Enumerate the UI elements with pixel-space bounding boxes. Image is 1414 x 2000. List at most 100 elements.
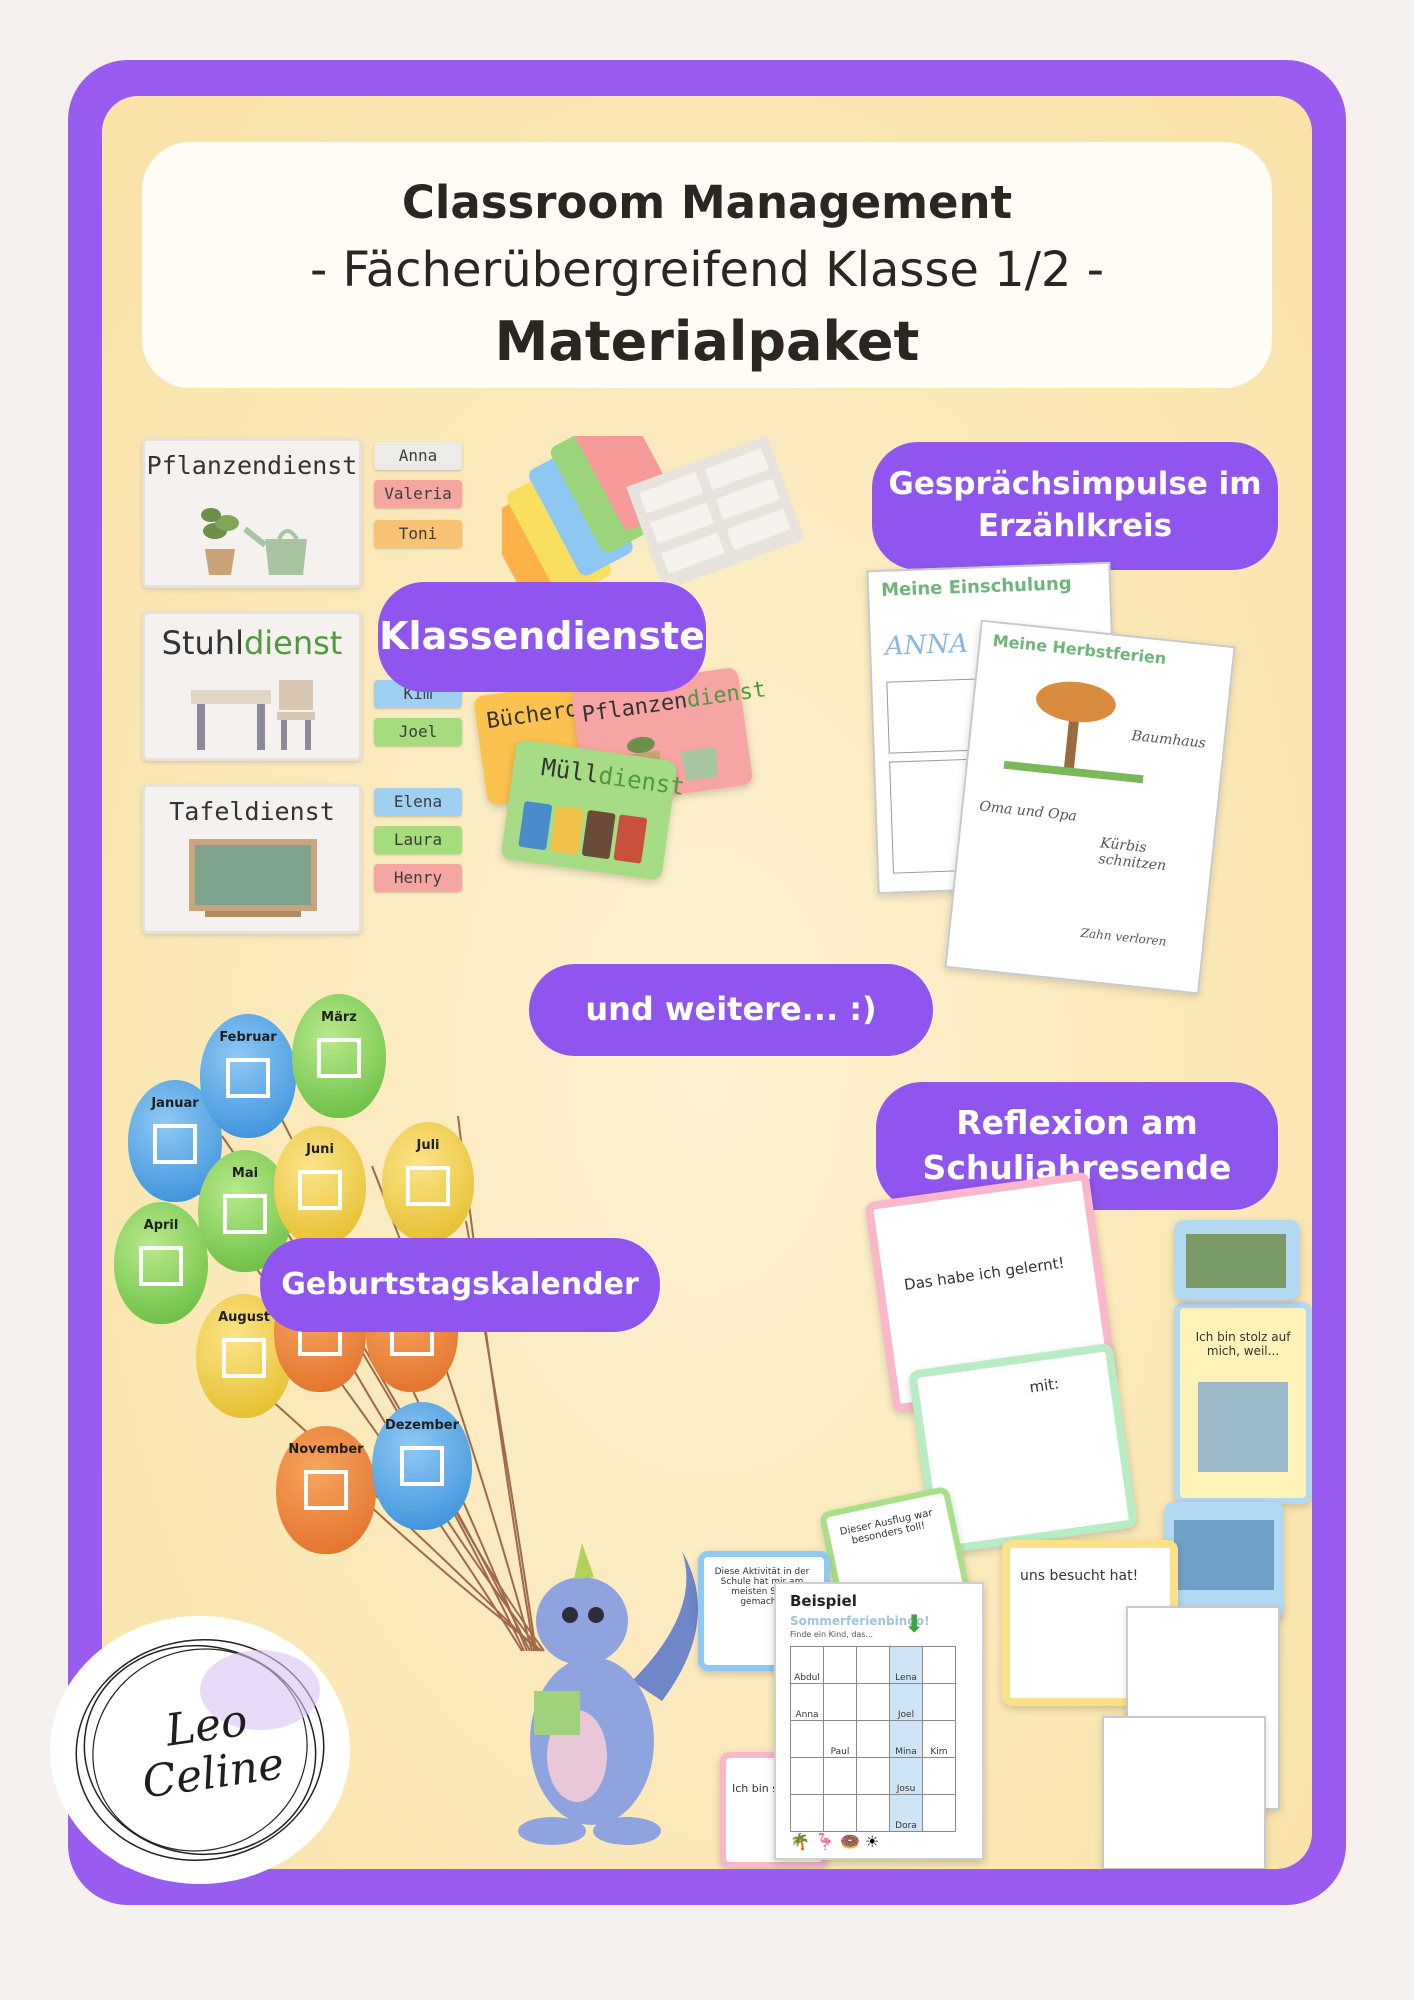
worksheet-sommerferienbingo: Beispiel Sommerferienbingo! Finde ein Ki… [774,1582,984,1860]
bingo-cell: Lena [889,1646,923,1684]
bingo-cell [790,1757,824,1795]
photo-frame [226,1058,270,1098]
photo-frame [317,1038,361,1078]
duty-card-title: Pflanzendienst [146,451,358,480]
bingo-cell [790,1720,824,1758]
bingo-cell [856,1757,890,1795]
label-gespraechsimpulse: Gesprächsimpulse im Erzählkreis [872,442,1278,570]
title-box: Classroom Management - Fächerübergreifen… [142,142,1272,388]
name-tag: Laura [374,826,462,854]
bingo-cell: Anna [790,1683,824,1721]
reflection-text: Das habe ich gelernt! [902,1253,1066,1294]
month-label: Februar [219,1030,277,1045]
month-label: Mai [231,1166,259,1181]
label-geburtstagskalender: Geburtstagskalender [260,1238,660,1332]
photo-frame [298,1170,342,1210]
bingo-cell [856,1720,890,1758]
duty-card-stuhldienst: Stuhldienst [142,611,362,761]
photo-children [1186,1234,1286,1288]
bingo-cell [823,1646,857,1684]
bingo-title: Sommerferienbingo! [790,1614,930,1628]
month-label: Dezember [384,1418,460,1433]
month-label: Juli [416,1138,440,1153]
plant-icon [201,508,307,575]
name-tag: Elena [374,788,462,816]
worksheet-reflection-2 [1102,1716,1266,1869]
worksheet-herbstferien: Meine Herbstferien Baumhaus Oma und Opa … [944,619,1236,995]
bingo-cell [823,1794,857,1832]
worksheet-title: Meine Einschulung [880,573,1072,601]
reflection-card-blue-bottom [1164,1502,1284,1620]
balloon-dezember: Dezember [372,1402,472,1530]
bingo-cell: Mina [889,1720,923,1758]
duty-card-muelldienst: Mülldienst [500,739,687,881]
name-tag: Henry [374,864,462,892]
bingo-subtitle: Finde ein Kind, das... [790,1630,874,1639]
arrow-down-icon: ⬇ [904,1610,925,1638]
balloon-april: April [114,1202,208,1324]
photo-frame [222,1338,266,1378]
logo-circle-icon [50,1616,350,1884]
handwriting-kuerbis: Kürbis schnitzen [1097,835,1167,875]
title-line-2: - Fächerübergreifend Klasse 1/2 - [309,242,1105,298]
balloon-maerz: März [292,994,386,1118]
trash-bins-icon [518,801,648,864]
content-area: Classroom Management - Fächerübergreifen… [102,96,1312,1869]
summer-icons: 🌴 🦩 🍩 ☀ [790,1832,880,1851]
name-tag: Valeria [374,480,462,508]
photo-frame [223,1194,267,1234]
bingo-cell [856,1646,890,1684]
month-label: März [321,1010,357,1025]
duty-card-title: Stuhldienst [145,624,359,662]
bingo-cell [922,1794,956,1832]
label-klassendienste: Klassendienste [378,582,706,692]
reflection-card-stolz: Ich bin stolz auf mich, weil... [1174,1302,1312,1504]
bingo-cell [922,1683,956,1721]
month-label: April [143,1218,179,1233]
photo-frame [400,1446,444,1486]
bingo-cell [922,1646,956,1684]
balloon-november: November [276,1426,376,1554]
bingo-cell: Paul [823,1720,857,1758]
photo-frame [406,1166,450,1206]
photo-frame [139,1246,183,1286]
title-part: Stuhl [161,624,244,662]
chalkboard-icon [189,839,317,917]
handwriting-zahn: Zahn verloren [1080,925,1168,949]
duty-card-title: Tafeldienst [169,797,335,826]
bingo-cell [790,1794,824,1832]
label-und-weitere: und weitere... :) [529,964,933,1056]
chair-desk-icon [191,680,315,750]
worksheet-title: Meine Herbstferien [991,630,1168,669]
photo-bus [1174,1520,1274,1590]
bingo-cell: Dora [889,1794,923,1832]
reflection-text: mit: [1028,1374,1061,1397]
duty-card-pflanzendienst: Pflanzendienst [142,438,362,588]
tree-house-icon [1003,681,1144,784]
balloon-juni: Juni [274,1126,366,1246]
logo: Leo Celine [50,1600,350,1890]
duty-card-tafeldienst: Tafeldienst [142,784,362,934]
photo-children [1198,1382,1288,1472]
title-line-3: Materialpaket [494,310,920,373]
balloon-juli: Juli [382,1122,474,1242]
balloon-februar: Februar [200,1014,296,1138]
purple-frame: Classroom Management - Fächerübergreifen… [68,60,1346,1905]
bingo-cell [856,1683,890,1721]
photo-frame [153,1124,197,1164]
reflection-text: Diese Aktivität in der Schule hat mir am… [714,1567,810,1607]
reflection-card-blue-top [1174,1220,1300,1300]
reflection-text: Dieser Ausflug war besonders toll! [838,1507,934,1547]
photo-frame [304,1470,348,1510]
month-label: Januar [151,1096,199,1111]
bingo-cell: Abdul [790,1646,824,1684]
reflection-text: Ich bin stolz auf mich, weil... [1195,1330,1291,1358]
month-label: November [288,1442,364,1457]
bingo-cell [856,1794,890,1832]
title-line-1: Classroom Management [401,176,1013,229]
bingo-cell: Joel [889,1683,923,1721]
dragon-icon [518,1543,698,1845]
bingo-cell [922,1757,956,1795]
title-part-green: dienst [243,624,343,662]
